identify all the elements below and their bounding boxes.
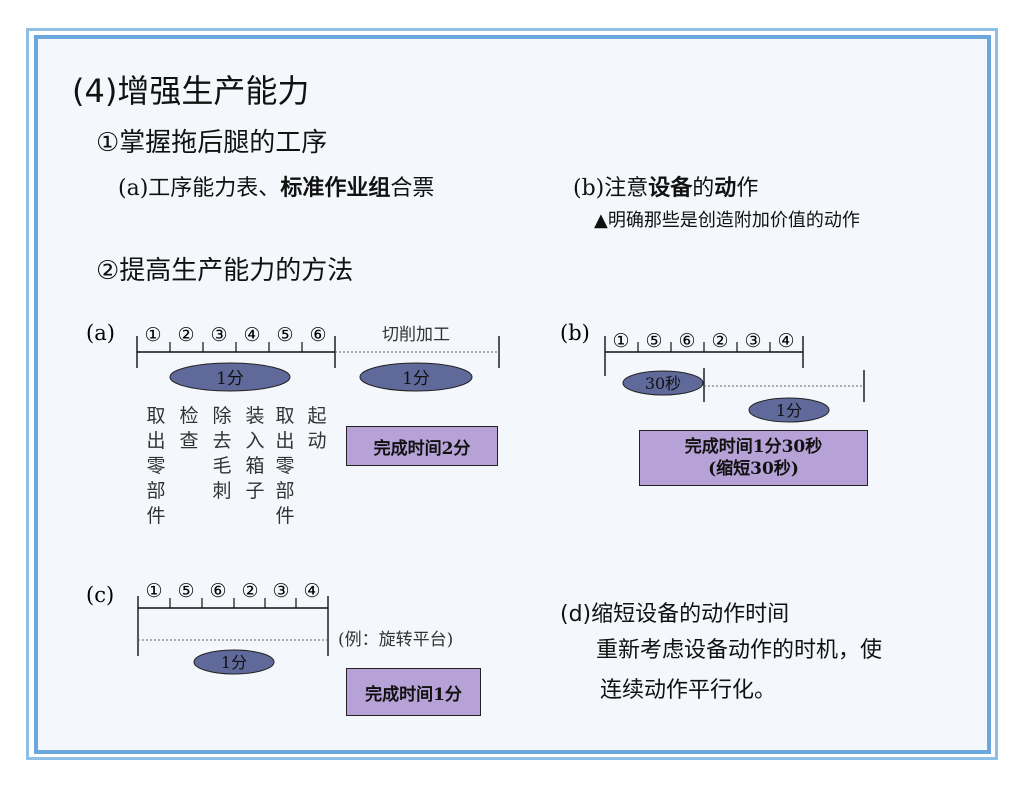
section1-heading: ①掌握拖后腿的工序 — [96, 128, 328, 158]
diagram-a-result-box: 完成时间2分 — [346, 426, 498, 466]
diagram-a-step-marker: ② — [177, 324, 194, 346]
item-b-body: 注意 — [604, 176, 649, 201]
item-b-note: ▲明确那些是创造附加价值的动作 — [594, 210, 860, 231]
diagram-c-duration-ellipse — [193, 649, 275, 675]
diagram-a-machining-duration: 1分 — [402, 369, 430, 389]
diagram-b-duration-label: 30秒 — [645, 374, 681, 393]
diagram-b-label: (b) — [560, 321, 590, 345]
diagram-c-step-marker: ③ — [272, 580, 289, 602]
item-a-end: 合票 — [390, 176, 435, 201]
diagram-c-example: (例：旋转平台) — [338, 630, 453, 650]
diagram-c-step-marker: ⑤ — [177, 580, 194, 602]
diagram-c-duration-label: 1分 — [221, 653, 247, 672]
step-label: 取出零部件 — [275, 405, 295, 527]
diagram-c-label: (c) — [86, 583, 114, 607]
diagram-b-step-marker: ② — [711, 330, 728, 352]
item-b-mid: 的 — [692, 176, 715, 201]
diagram-b-machining-ellipse — [748, 397, 830, 423]
diagram-b-step-marker: ⑥ — [678, 330, 695, 352]
section-d-heading: (d)缩短设备的动作时间 — [560, 602, 790, 627]
diagram-c: (c) ① ⑤ ⑥ ② ③ ④ (例：旋转平台) 1分 — [86, 580, 453, 675]
item-b-bold2: 动 — [714, 176, 737, 201]
step-label: 取出零部件 — [146, 405, 166, 527]
section2-heading: ②提高生产能力的方法 — [96, 256, 354, 286]
diagram-a-machining-label: 切削加工 — [382, 325, 450, 345]
item-a-body: 工序能力表、 — [148, 176, 281, 201]
diagram-a-machining-ellipse — [359, 362, 473, 392]
item-b-prefix: (b) — [573, 176, 605, 201]
diagram-b-result-line1: 完成时间1分30秒 — [684, 437, 823, 457]
item-b-end: 作 — [736, 176, 759, 201]
diagram-c-result: 完成时间1分 — [365, 684, 462, 705]
step-label: 检查 — [179, 405, 199, 452]
diagram-b-step-marker: ① — [612, 330, 629, 352]
diagram-b-step-marker: ⑤ — [645, 330, 662, 352]
diagram-b-result-box: 完成时间1分30秒 (缩短30秒) — [639, 430, 868, 486]
outer-frame — [26, 28, 998, 760]
section-d-line2: 连续动作平行化。 — [600, 678, 777, 703]
diagram-a-step-marker: ⑤ — [276, 324, 293, 346]
diagram-b-duration-ellipse — [622, 370, 704, 396]
diagram-c-result-box: 完成时间1分 — [346, 668, 481, 716]
diagram-a-step-marker: ⑥ — [309, 324, 326, 346]
diagram-a-result: 完成时间2分 — [373, 438, 471, 459]
item-a-text: (a)工序能力表、标准作业组合票 — [118, 170, 434, 202]
item-b-bold: 设备 — [648, 176, 693, 201]
diagram-a-step-marker: ③ — [210, 324, 227, 346]
diagram-a: (a) ① ② ③ ④ ⑤ ⑥ 切削加工 1分 1分 — [86, 321, 500, 392]
step-label: 起动 — [307, 405, 327, 452]
diagram-b-machining-duration: 1分 — [776, 401, 802, 420]
diagram-a-duration-ellipse — [169, 362, 291, 392]
diagram-a-label: (a) — [86, 321, 115, 345]
item-a-prefix: (a) — [118, 176, 149, 201]
step-label: 装入箱子 — [245, 405, 265, 502]
diagram-a-step-marker: ① — [144, 324, 161, 346]
diagram-a-step-marker: ④ — [243, 324, 260, 346]
step-label: 除去毛刺 — [212, 405, 232, 502]
diagram-c-step-marker: ① — [145, 580, 162, 602]
item-a-bold: 标准作业组 — [280, 176, 391, 201]
section-d-line1: 重新考虑设备动作的时机，使 — [596, 638, 883, 663]
diagram-b-step-marker: ③ — [744, 330, 761, 352]
slide-frame — [34, 35, 991, 754]
diagram-a-duration-label: 1分 — [216, 369, 244, 389]
diagram-b-result-line2: (缩短30秒) — [708, 459, 799, 479]
item-b-text: (b)注意设备的动作 — [573, 170, 758, 202]
diagram-c-step-marker: ④ — [303, 580, 320, 602]
diagram-b-step-marker: ④ — [777, 330, 794, 352]
diagram-b: (b) ① ⑤ ⑥ ② ③ ④ 30秒 1分 — [560, 321, 865, 423]
slide-title: (4)增强生产能力 — [72, 72, 310, 110]
diagram-c-step-marker: ② — [241, 580, 258, 602]
diagram-c-step-marker: ⑥ — [209, 580, 226, 602]
